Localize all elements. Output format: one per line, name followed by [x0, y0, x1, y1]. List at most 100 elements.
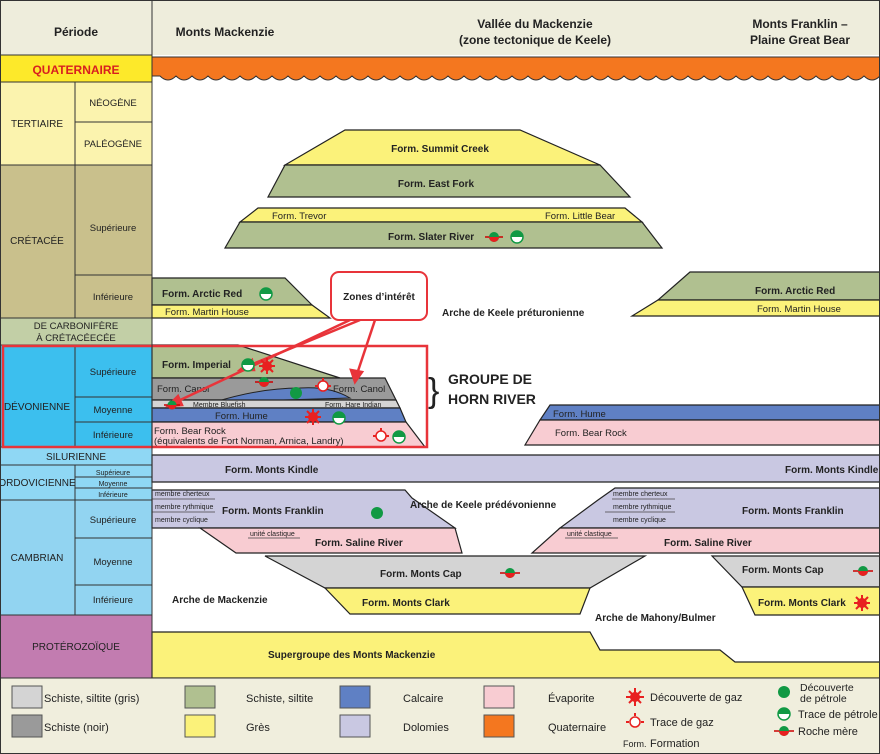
- label-dev-moy: Moyenne: [93, 405, 132, 416]
- cell-quaternaire: [0, 54, 153, 83]
- legend-label: Schiste, siltite (gris): [44, 693, 139, 705]
- label-trevor: Form. Trevor: [272, 211, 326, 222]
- label-little-bear: Form. Little Bear: [545, 211, 615, 222]
- cell-proterozoique: [0, 614, 153, 679]
- label-kindle-left: Form. Monts Kindle: [225, 465, 319, 476]
- label-bear-rock-right: Form. Bear Rock: [555, 428, 627, 439]
- cell-carbonifere: [0, 317, 153, 346]
- legend-source-rock: Roche mère: [798, 726, 858, 738]
- label-canol-left: Form. Canol: [157, 384, 209, 395]
- legend-gas-discovery: Découverte de gaz: [650, 692, 742, 704]
- label-franklin-left: Form. Monts Franklin: [222, 506, 324, 517]
- label-saline-left: Form. Saline River: [315, 538, 403, 549]
- label-cam-moy: Moyenne: [93, 557, 132, 568]
- legend-swatch: [339, 685, 371, 709]
- legend-swatches: [11, 685, 515, 738]
- header-vallee-2: (zone tectonique de Keele): [459, 33, 611, 47]
- interest-zone-box: [1, 344, 429, 449]
- form-martin-house-right: [629, 299, 880, 317]
- form-saline-left: [198, 527, 463, 554]
- cell-cret-inf: [74, 274, 153, 319]
- label-neogene: NÉOGÈNE: [89, 98, 137, 109]
- label-cap-left: Form. Monts Cap: [380, 569, 462, 580]
- cell-paleogene: [74, 121, 153, 166]
- legend-swatch: [11, 685, 43, 709]
- brace-icon: }: [428, 372, 439, 410]
- label-clark-right: Form. Monts Clark: [758, 598, 846, 609]
- form-cap-right: [710, 555, 880, 588]
- gas-discovery-icon: [854, 595, 870, 611]
- period-column: [0, 54, 153, 679]
- header-monts-mackenzie: Monts Mackenzie: [176, 25, 275, 39]
- source-rock-icon: [774, 726, 794, 736]
- header-vallee-1: Vallée du Mackenzie: [477, 17, 593, 31]
- cell-cam-moy: [74, 537, 153, 586]
- cell-cam-sup: [74, 499, 153, 539]
- legend-swatch: [11, 714, 43, 738]
- oil-discovery-icon: [290, 387, 302, 399]
- form-slater-river: [223, 221, 664, 249]
- legend-label: Grès: [246, 722, 270, 734]
- label-arche-preturonienne: Arche de Keele préturonienne: [442, 308, 585, 319]
- label-bear-rock-left-2: (équivalents de Fort Norman, Arnica, Lan…: [154, 436, 344, 447]
- header-bar: [0, 0, 880, 55]
- label-cyclique-left: membre cyclique: [155, 517, 208, 524]
- oil-trace-icon: [392, 430, 406, 444]
- legend-label: Schiste (noir): [44, 722, 109, 734]
- label-hume-left: Form. Hume: [215, 411, 268, 422]
- legend-form-abbr: Form.: [623, 739, 647, 749]
- gas-trace-icon: [373, 428, 389, 442]
- label-horn-river-2: HORN RIVER: [448, 391, 536, 407]
- form-hume-right: [538, 404, 880, 421]
- legend-oil-discovery-2: de pétrole: [800, 693, 847, 705]
- label-ord-sup: Supérieure: [96, 470, 130, 477]
- label-paleogene: PALÉOGÈNE: [84, 139, 142, 150]
- label-franklin-right: Form. Monts Franklin: [742, 506, 844, 517]
- label-hume-right: Form. Hume: [553, 409, 606, 420]
- label-hare-indian: Form. Hare Indian: [325, 402, 382, 409]
- source-rock-icon: [255, 377, 273, 387]
- header-franklin-1: Monts Franklin –: [752, 17, 848, 31]
- label-imperial: Form. Imperial: [162, 360, 231, 371]
- label-ord-inf: Inférieure: [98, 492, 128, 499]
- cell-cret-sup: [74, 164, 153, 276]
- legend-swatch: [184, 714, 216, 738]
- cell-cam-inf: [74, 584, 153, 616]
- oil-trace-icon: [259, 287, 273, 301]
- label-cambrian: CAMBRIAN: [11, 553, 64, 564]
- form-bear-rock-right: [523, 419, 880, 446]
- header-periode: Période: [54, 25, 98, 39]
- gas-discovery-icon: [259, 358, 275, 374]
- cell-dev-sup: [74, 344, 153, 398]
- label-dev-sup: Supérieure: [90, 367, 136, 378]
- label-clark-left: Form. Monts Clark: [362, 598, 450, 609]
- legend-label: Dolomies: [403, 722, 449, 734]
- label-arche-mackenzie: Arche de Mackenzie: [172, 595, 268, 606]
- label-martin-house-left: Form. Martin House: [165, 307, 249, 318]
- label-quaternaire: QUATERNAIRE: [32, 63, 119, 77]
- label-supergroupe: Supergroupe des Monts Mackenzie: [268, 650, 436, 661]
- source-rock-icon: [164, 400, 180, 410]
- form-clark-left: [323, 587, 591, 615]
- legend-swatch: [483, 685, 515, 709]
- label-canol-right: Form. Canol: [333, 384, 385, 395]
- label-ord-moy: Moyenne: [99, 481, 128, 488]
- gas-discovery-icon: [305, 409, 321, 425]
- oil-trace-icon: [241, 358, 255, 372]
- cell-dev-inf: [74, 421, 153, 448]
- label-cretacee: CRÉTACÉE: [10, 234, 64, 247]
- source-rock-icon: [853, 566, 873, 576]
- label-slater-river: Form. Slater River: [388, 232, 474, 243]
- label-zones-interet: Zones d’intérêt: [343, 292, 415, 303]
- gas-trace-icon: [315, 378, 331, 392]
- legend-swatch: [339, 714, 371, 738]
- label-horn-river-1: GROUPE DE: [448, 371, 532, 387]
- label-cam-inf: Inférieure: [93, 595, 133, 606]
- zones-callout: [330, 271, 428, 321]
- label-martin-house-right: Form. Martin House: [757, 304, 841, 315]
- form-saline-right: [530, 527, 880, 554]
- form-east-fork: [267, 164, 632, 198]
- legend: [0, 677, 880, 754]
- label-rythmique-right: membre rythmique: [613, 504, 671, 511]
- legend-swatch: [184, 685, 216, 709]
